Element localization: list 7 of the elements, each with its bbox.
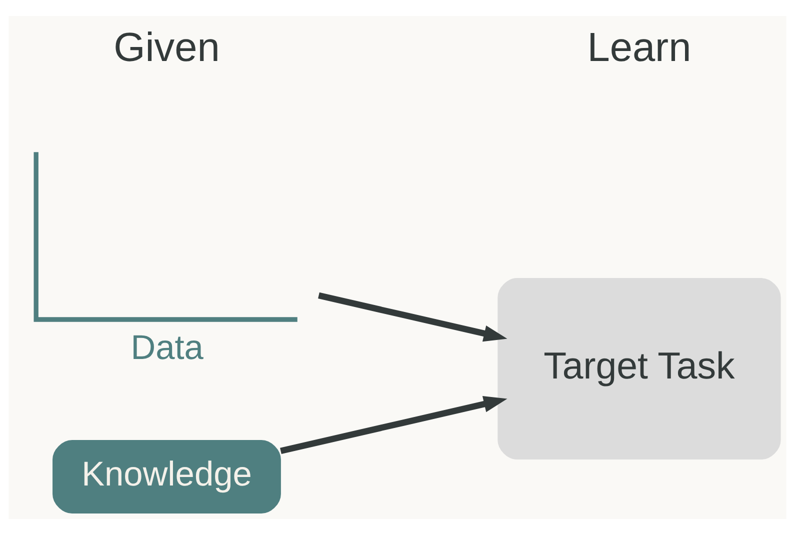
node-box: Knowledge bbox=[52, 440, 281, 514]
label: Learn bbox=[587, 24, 692, 70]
arrow bbox=[280, 396, 508, 454]
arrow bbox=[318, 292, 508, 342]
node-text: Data bbox=[130, 328, 204, 366]
label: Given bbox=[114, 24, 220, 70]
node-box: Target Task bbox=[498, 278, 781, 460]
